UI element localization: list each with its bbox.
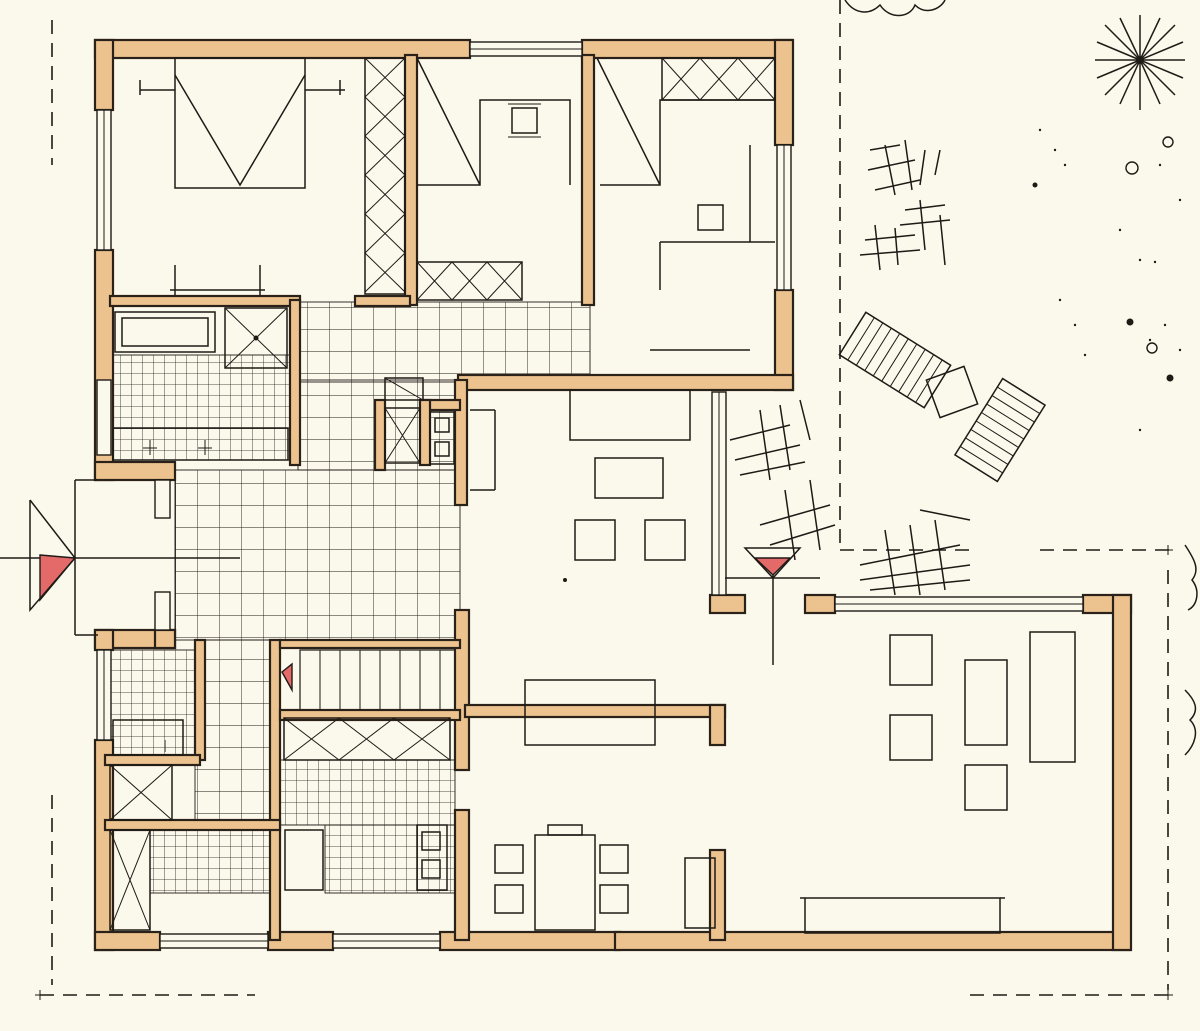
stair-arrow-icon [281, 662, 293, 693]
bedroom-furniture [139, 57, 775, 351]
kitchen-furniture [284, 409, 496, 891]
terrace-furniture [729, 0, 1198, 756]
garden-dots [1032, 128, 1182, 432]
living-furniture [800, 631, 1076, 934]
section-marker-icon [725, 547, 820, 665]
tree-icon [1095, 15, 1185, 110]
reference-lines [35, 0, 1175, 1000]
section-marker-icon [0, 479, 240, 636]
wardrobes [109, 57, 776, 931]
dining-furniture [494, 389, 716, 931]
staircase [275, 643, 456, 711]
bathroom-fixtures [112, 307, 455, 756]
windows [96, 41, 1084, 949]
shrub-icon [844, 0, 1198, 756]
walls [93, 38, 1133, 952]
stepping-stones [729, 139, 971, 596]
garden-circles [1125, 136, 1174, 354]
